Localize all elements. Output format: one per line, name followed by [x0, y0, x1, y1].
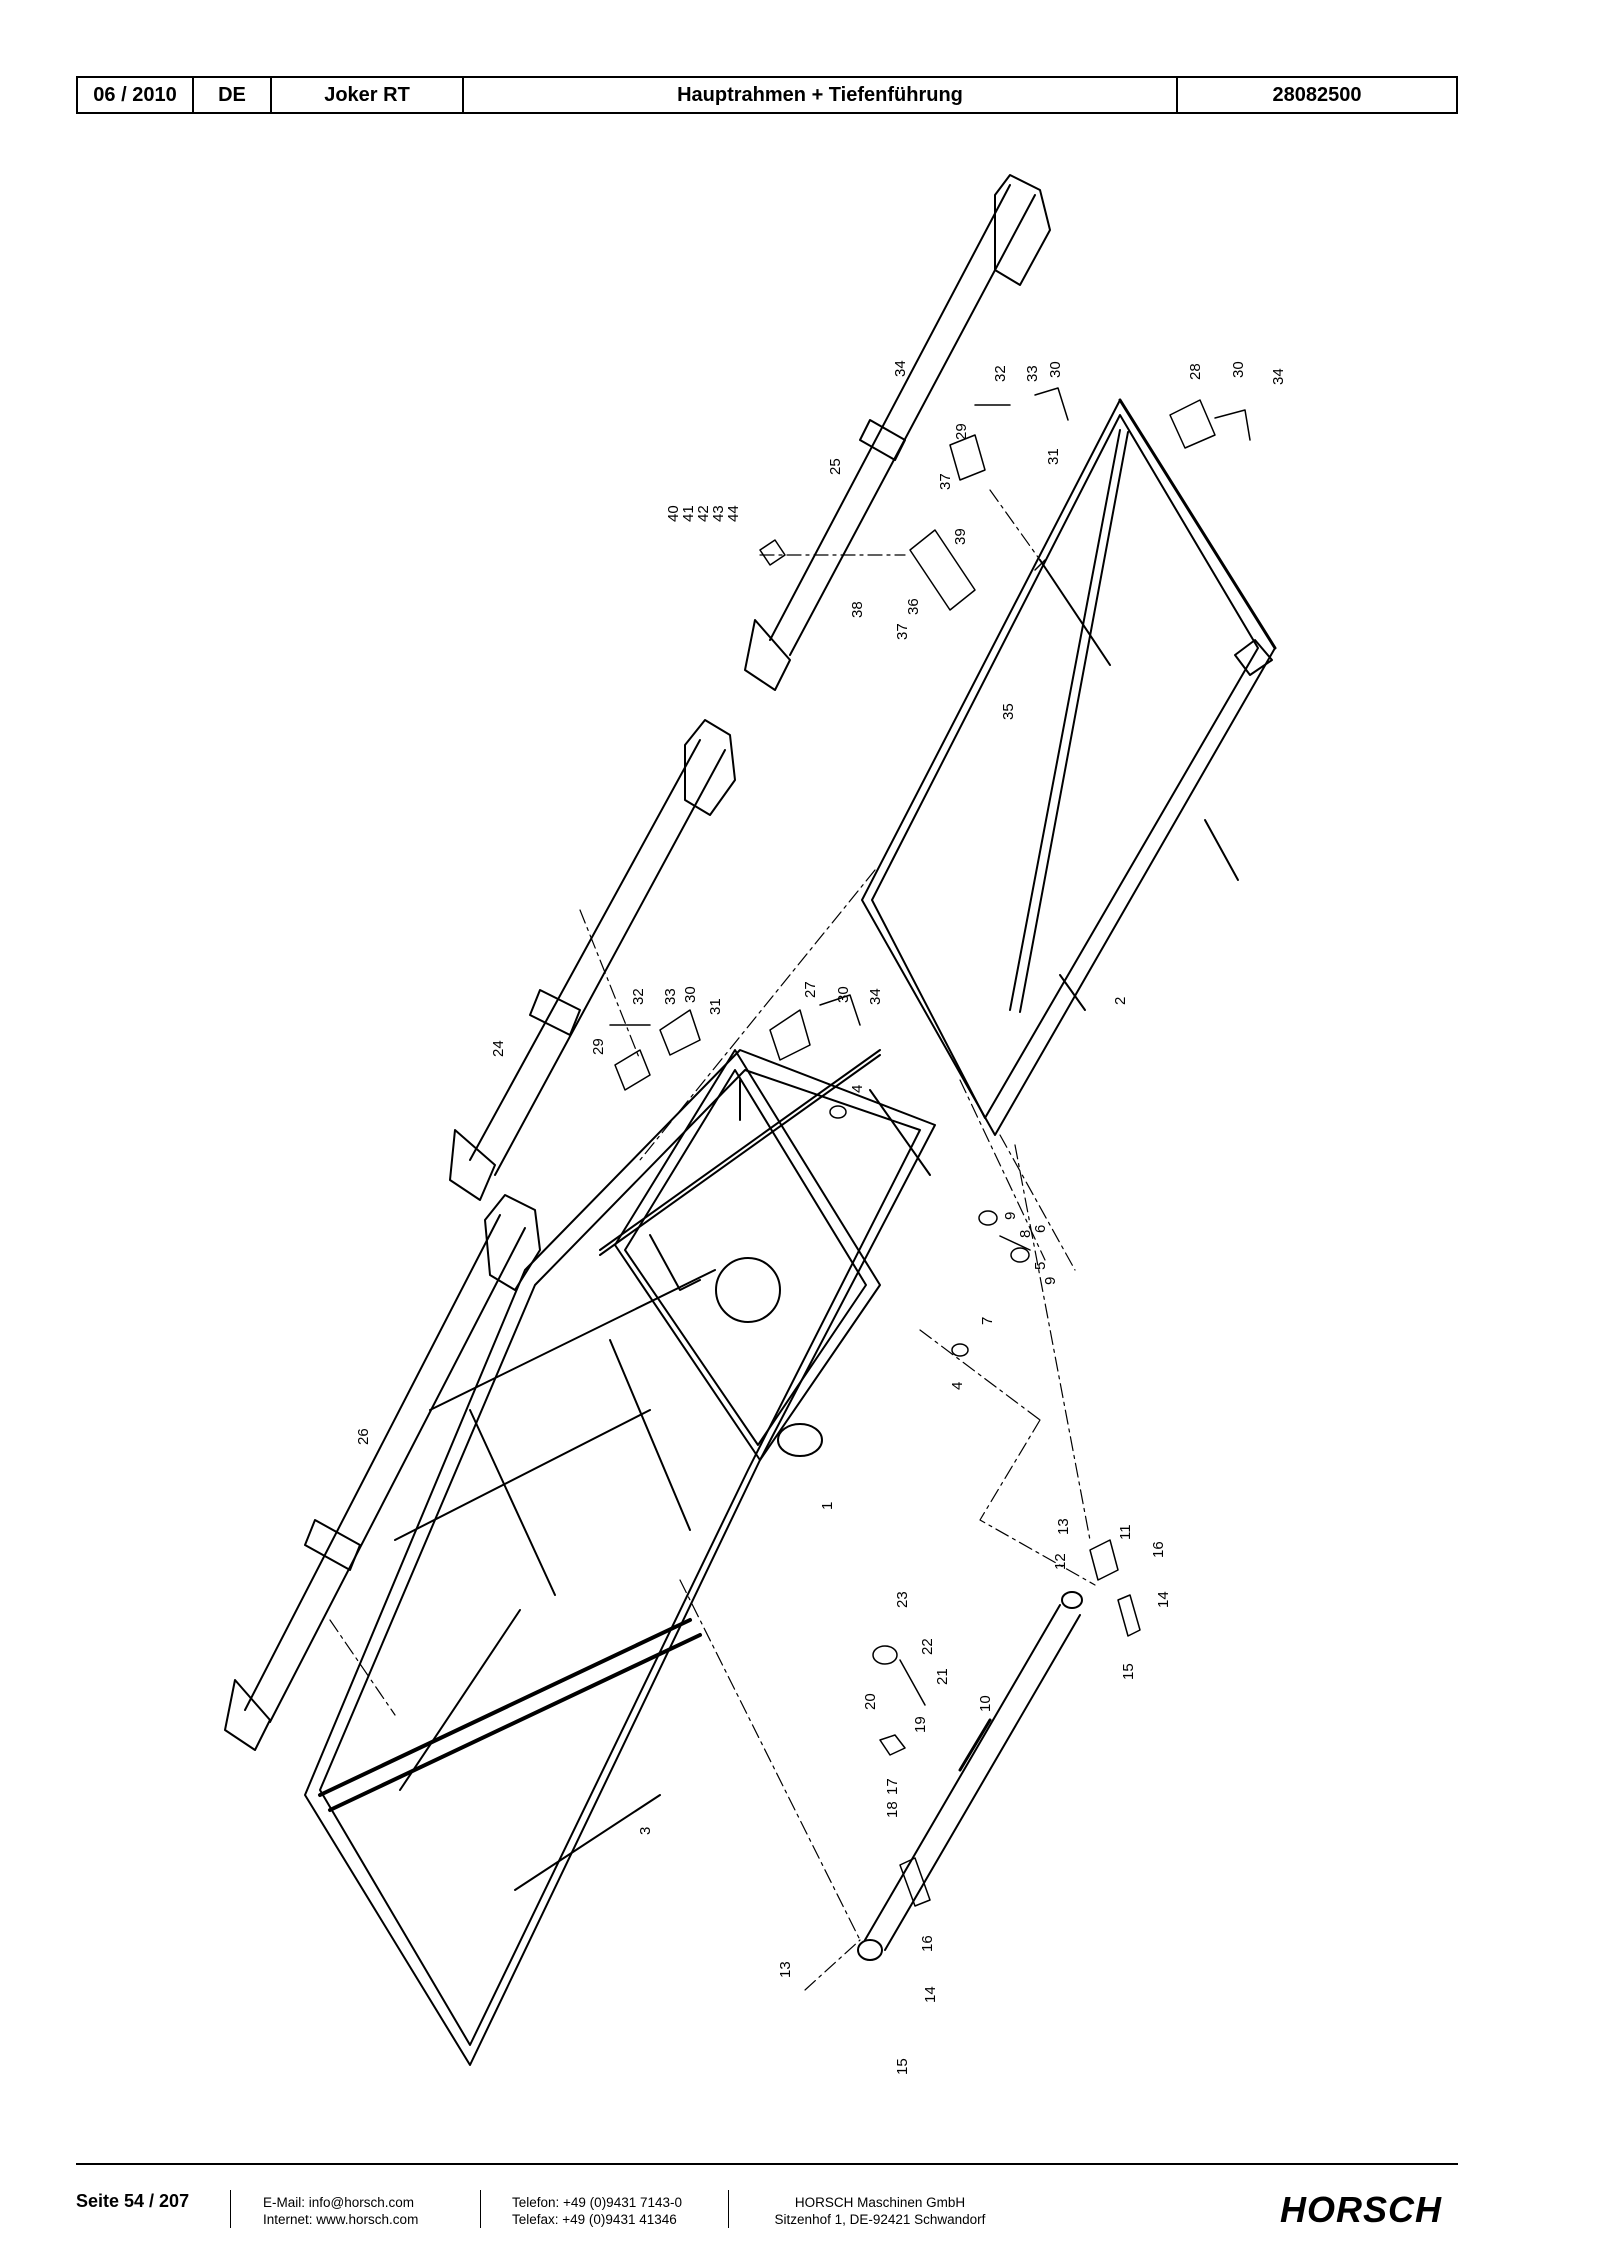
header-date: 06 / 2010 — [78, 78, 194, 112]
callout-9b: 9 — [1042, 1277, 1059, 1285]
assembly-lines — [329, 489, 1096, 1991]
callout-12: 12 — [1052, 1553, 1069, 1570]
callout-33a: 33 — [1024, 365, 1041, 382]
callout-37b: 37 — [894, 623, 911, 640]
callout-34b: 34 — [1270, 368, 1287, 385]
footer-email: E-Mail: info@horsch.com — [263, 2195, 414, 2210]
callout-33b: 33 — [662, 988, 679, 1005]
center-plate — [614, 1049, 931, 1461]
callout-8: 8 — [1017, 1230, 1034, 1238]
callout-15a: 15 — [1120, 1663, 1137, 1680]
callout-4b: 4 — [949, 1382, 966, 1390]
callout-1: 1 — [819, 1502, 836, 1510]
callout-23: 23 — [894, 1591, 911, 1608]
header-table: 06 / 2010 DE Joker RT Hauptrahmen + Tief… — [76, 76, 1458, 114]
footer-separator — [480, 2190, 481, 2228]
callout-17: 17 — [884, 1778, 901, 1795]
page-number: Seite 54 / 207 — [76, 2191, 190, 2211]
footer-divider — [76, 2163, 1458, 2165]
callout-14b: 14 — [922, 1986, 939, 2003]
callout-14a: 14 — [1155, 1591, 1172, 1608]
callout-34c: 34 — [867, 988, 884, 1005]
header-model: Joker RT — [272, 78, 464, 112]
callout-40: 40 — [665, 505, 682, 522]
callout-3: 3 — [637, 1827, 654, 1835]
callout-31b: 31 — [707, 998, 724, 1015]
callout-16a: 16 — [1150, 1541, 1167, 1558]
header-title: Hauptrahmen + Tiefenführung — [464, 78, 1178, 112]
footer-contact: E-Mail: info@horsch.com Internet: www.ho… — [263, 2194, 418, 2228]
callout-39: 39 — [952, 528, 969, 545]
callout-29b: 29 — [590, 1038, 607, 1055]
logo-text: HORSCH — [1280, 2189, 1442, 2230]
callout-32b: 32 — [630, 988, 647, 1005]
footer-separator — [230, 2190, 231, 2228]
callout-41: 41 — [680, 505, 697, 522]
callout-30c: 30 — [682, 986, 699, 1003]
callout-16b: 16 — [919, 1935, 936, 1952]
bar-26 — [224, 1194, 541, 1751]
callout-21: 21 — [934, 1668, 951, 1685]
horsch-logo: HORSCH — [1276, 2186, 1456, 2230]
footer-separator — [728, 2190, 729, 2228]
callout-34a: 34 — [892, 360, 909, 377]
callout-30a: 30 — [1047, 361, 1064, 378]
rear-frame — [861, 398, 1277, 1136]
callout-30b: 30 — [1230, 361, 1247, 378]
callout-13a: 13 — [1055, 1518, 1072, 1535]
callout-9a: 9 — [1002, 1212, 1019, 1220]
callout-30d: 30 — [835, 986, 852, 1003]
callout-42: 42 — [695, 505, 712, 522]
callout-labels: 1 2 3 4 4 5 6 7 8 9 9 10 11 12 13 13 14 … — [355, 360, 1287, 2075]
bar-24 — [449, 719, 736, 1201]
header-part-number: 28082500 — [1272, 83, 1362, 106]
callout-11: 11 — [1117, 1524, 1134, 1540]
footer-address: Sitzenhof 1, DE-92421 Schwandorf — [774, 2212, 986, 2227]
footer-phone: Telefon: +49 (0)9431 7143-0 — [512, 2195, 683, 2210]
callout-25: 25 — [827, 458, 844, 475]
bar-25 — [744, 174, 1051, 691]
callout-26: 26 — [355, 1428, 372, 1445]
callout-2: 2 — [1112, 997, 1129, 1005]
callout-22: 22 — [919, 1638, 936, 1655]
small-parts — [609, 387, 1251, 1907]
callout-5: 5 — [1032, 1262, 1049, 1270]
callout-4a: 4 — [849, 1085, 866, 1093]
callout-32a: 32 — [992, 365, 1009, 382]
callout-6: 6 — [1032, 1225, 1049, 1233]
cylinder-10 — [857, 1591, 1083, 1961]
callout-27: 27 — [802, 981, 819, 998]
footer-company-block: HORSCH Maschinen GmbH Sitzenhof 1, DE-92… — [760, 2194, 1000, 2228]
callout-13b: 13 — [777, 1961, 794, 1978]
footer-internet: Internet: www.horsch.com — [263, 2212, 419, 2227]
callout-20: 20 — [862, 1693, 879, 1710]
front-frame — [304, 1049, 936, 2066]
callout-18: 18 — [884, 1801, 901, 1818]
callout-19: 19 — [912, 1716, 929, 1733]
callout-38: 38 — [849, 601, 866, 618]
callout-43: 43 — [710, 505, 727, 522]
callout-24: 24 — [490, 1040, 507, 1057]
callout-10: 10 — [977, 1695, 994, 1712]
footer-company: HORSCH Maschinen GmbH — [794, 2195, 966, 2210]
callout-31a: 31 — [1045, 448, 1062, 465]
callout-7: 7 — [979, 1317, 996, 1325]
footer-fax: Telefax: +49 (0)9431 41346 — [512, 2212, 677, 2227]
callout-28: 28 — [1187, 363, 1204, 380]
header-language: DE — [194, 78, 272, 112]
callout-35: 35 — [1000, 703, 1017, 720]
footer-phone-block: Telefon: +49 (0)9431 7143-0 Telefax: +49… — [512, 2194, 682, 2228]
callout-36: 36 — [905, 598, 922, 615]
callout-44: 44 — [725, 505, 742, 522]
callout-37a: 37 — [937, 473, 954, 490]
callout-29a: 29 — [953, 423, 970, 440]
callout-15b: 15 — [894, 2058, 911, 2075]
